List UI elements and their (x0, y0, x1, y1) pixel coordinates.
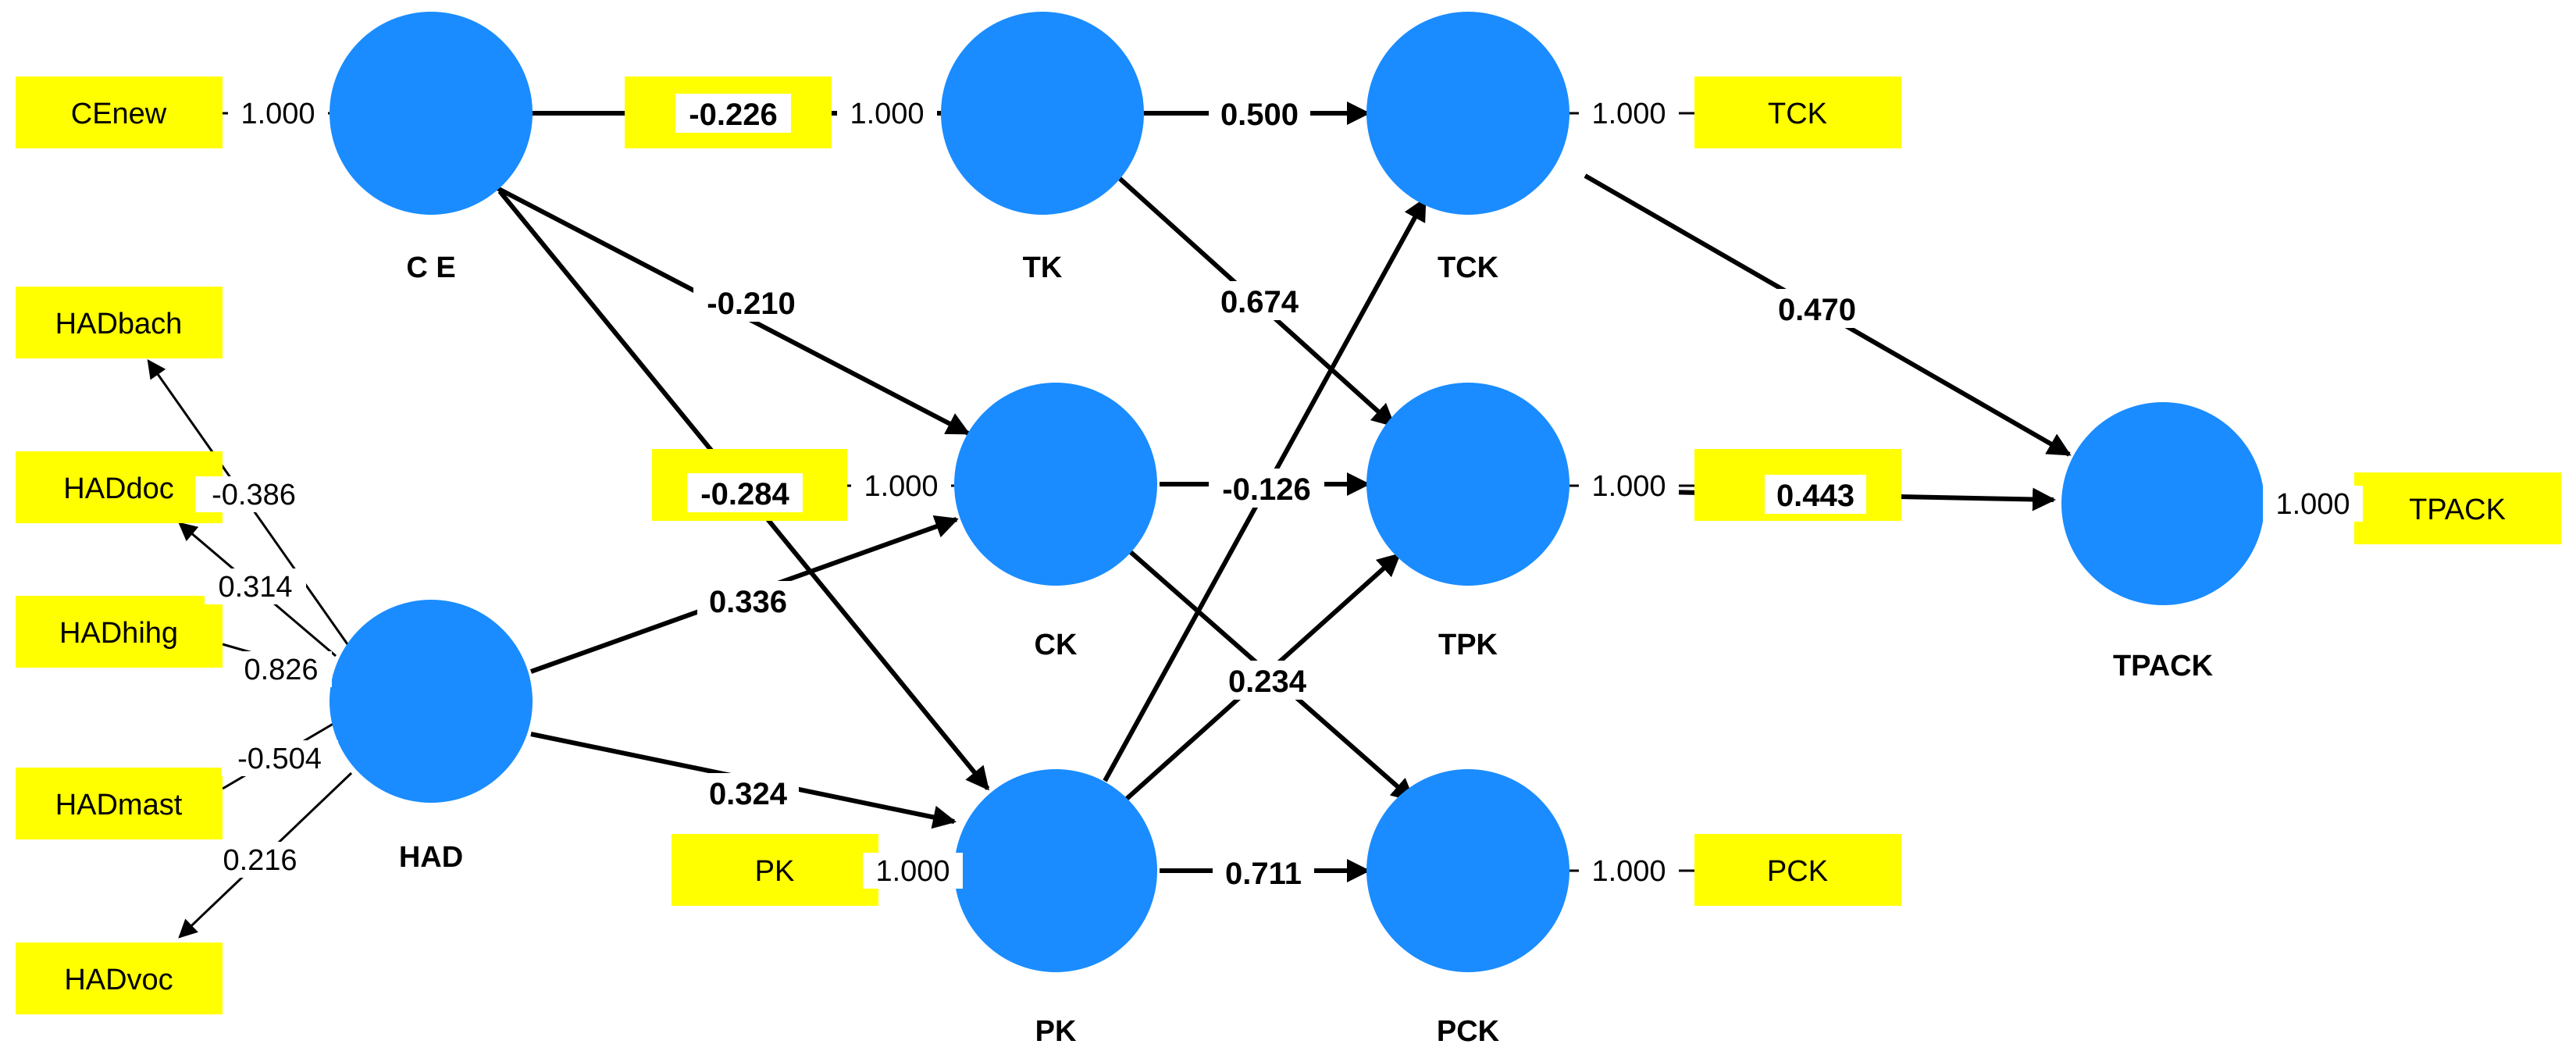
indicator-cenew: CEnew (16, 77, 223, 148)
indicator-tck: TCK (1694, 77, 1901, 148)
construct-had: HAD (330, 600, 533, 874)
loading-ck: 1.000 (864, 470, 938, 503)
indicator-hadmast-label: HADmast (55, 789, 183, 821)
construct-tk: TK (941, 12, 1144, 284)
loading-hadbach: -0.386 (212, 479, 296, 511)
construct-tpk: TPK (1366, 383, 1569, 661)
indicator-hadbach: HADbach (16, 287, 223, 358)
indicator-hadvoc-label: HADvoc (64, 964, 173, 996)
loading-pk: 1.000 (875, 855, 950, 888)
coef-ce-tk: -0.226 (689, 98, 777, 132)
construct-had-label: HAD (399, 841, 463, 874)
construct-tk-label: TK (1023, 251, 1063, 284)
loading-tck: 1.000 (1591, 98, 1666, 130)
indicator-hadbach-label: HADbach (55, 308, 183, 340)
coef-had-ck: 0.336 (709, 585, 787, 619)
construct-ck-label: CK (1035, 629, 1078, 661)
coef-ce-ck: -0.210 (707, 287, 795, 321)
construct-ce-label: C E (406, 251, 455, 284)
coef-tck-tpack: 0.470 (1778, 293, 1856, 327)
coef-pk-pck: 0.711 (1225, 857, 1302, 891)
indicator-hadvoc: HADvoc (16, 943, 223, 1014)
coef-ck-pck: 0.234 (1228, 665, 1307, 699)
coef-tk-tpk: 0.674 (1220, 285, 1299, 319)
indicator-tck-label: TCK (1768, 98, 1827, 130)
indicator-hadmast: HADmast (16, 768, 223, 839)
indicator-tpack: TPACK (2354, 472, 2561, 544)
construct-pk: PK (954, 769, 1157, 1048)
coef-had-pk: 0.324 (709, 777, 788, 811)
loading-tpack: 1.000 (2275, 488, 2350, 521)
indicator-haddoc-label: HADdoc (63, 472, 174, 505)
indicator-haddoc: HADdoc (16, 451, 223, 523)
loading-hadmast: -0.504 (237, 743, 322, 775)
indicator-pck: PCK (1694, 834, 1901, 906)
construct-tpack-label: TPACK (2113, 650, 2214, 682)
indicator-hadhihg: HADhihg (16, 596, 223, 668)
coef-ce-pk: -0.284 (700, 477, 789, 511)
indicator-tpack-label: TPACK (2409, 494, 2506, 526)
construct-tck: TCK (1366, 12, 1569, 284)
construct-tpk-label: TPK (1438, 629, 1498, 661)
construct-ck: CK (954, 383, 1157, 661)
construct-pck: PCK (1366, 769, 1569, 1048)
construct-pk-label: PK (1035, 1015, 1077, 1048)
loading-haddoc: 0.314 (218, 571, 292, 604)
indicator-pk-label: PK (755, 855, 795, 888)
construct-tck-label: TCK (1438, 251, 1499, 284)
loading-hadhihg: 0.826 (244, 654, 318, 686)
coef-ck-tpk: -0.126 (1222, 472, 1310, 507)
indicator-hadhihg-label: HADhihg (59, 617, 178, 650)
loading-pck: 1.000 (1591, 855, 1666, 888)
construct-ce: C E (330, 12, 533, 284)
indicator-pck-label: PCK (1767, 855, 1828, 888)
loading-tk: 1.000 (850, 98, 924, 130)
indicator-cenew-label: CEnew (71, 98, 167, 130)
loading-hadvoc: 0.216 (223, 844, 297, 877)
coef-tk-tck: 0.500 (1220, 98, 1299, 132)
indicator-pk: PK (672, 834, 878, 906)
construct-pck-label: PCK (1437, 1015, 1500, 1048)
construct-tpack: TPACK (2061, 402, 2264, 682)
loading-cenew: 1.000 (240, 98, 315, 130)
coef-tpk-tpack: 0.443 (1776, 479, 1855, 513)
loading-tpk: 1.000 (1591, 470, 1666, 503)
